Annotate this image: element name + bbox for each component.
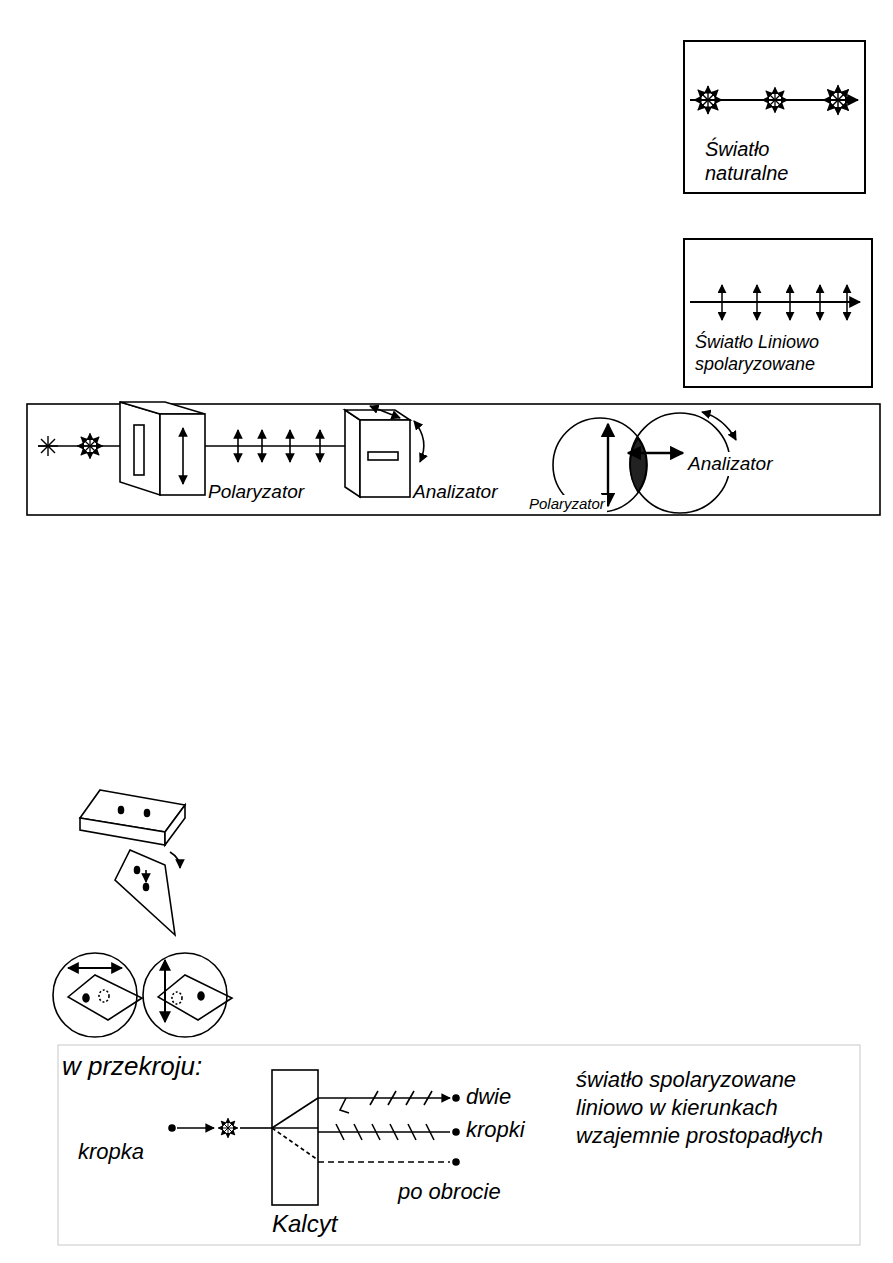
- label: Analizator: [686, 452, 775, 476]
- box-caption: Światło Liniowo spolaryzowane: [695, 332, 863, 376]
- calcite-sketch: [53, 790, 232, 1037]
- label: dwie kropki: [466, 1080, 546, 1146]
- natural-light-sketch: [690, 85, 858, 114]
- polarized-light-sketch: [690, 285, 860, 320]
- text-box: Światło naturalne: [683, 40, 866, 194]
- label: Analizator: [413, 480, 498, 504]
- polarizer-analyzer-sketch: [27, 402, 880, 515]
- label: Polaryzator: [527, 495, 607, 514]
- label: Polaryzator: [208, 480, 304, 504]
- box-caption: Światło naturalne: [705, 137, 825, 186]
- text-box: Światło Liniowo spolaryzowane: [683, 238, 873, 388]
- label: Kalcyt: [272, 1209, 337, 1239]
- label: światło spolaryzowane liniowo w kierunka…: [576, 1066, 868, 1150]
- label: kropka: [78, 1138, 144, 1166]
- label: po obrocie: [398, 1178, 501, 1206]
- label: w przekroju:: [62, 1050, 202, 1083]
